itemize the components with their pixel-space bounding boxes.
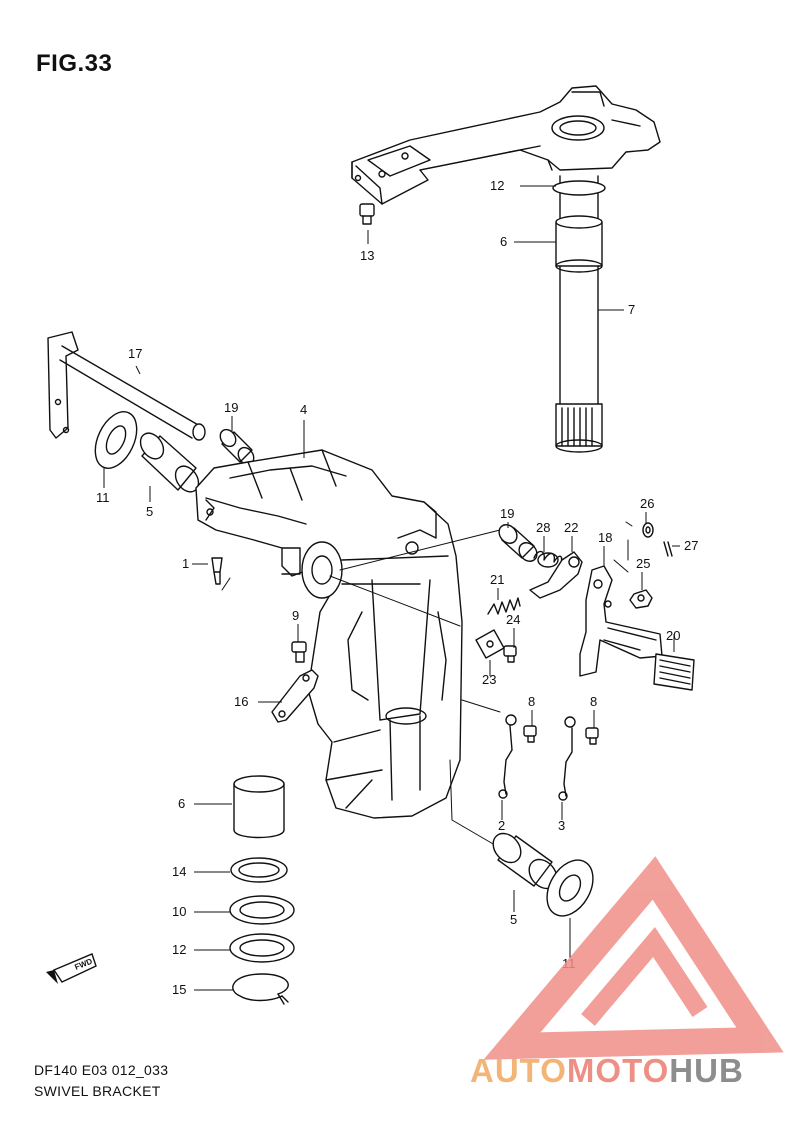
callout-15: 15 bbox=[172, 982, 186, 997]
bushing-19-left bbox=[219, 428, 255, 466]
callout-11-left: 11 bbox=[96, 490, 110, 505]
callout-20: 20 bbox=[666, 628, 680, 643]
swivel-bracket-body bbox=[195, 449, 463, 819]
diagram-caption: SWIVEL BRACKET bbox=[34, 1083, 161, 1099]
lock-lever bbox=[271, 669, 319, 723]
bolt-9 bbox=[291, 641, 307, 663]
callout-26: 26 bbox=[640, 496, 654, 511]
washer-26 bbox=[642, 522, 654, 538]
watermark-hub: HUB bbox=[669, 1052, 744, 1089]
callout-12-bottom: 12 bbox=[172, 942, 186, 957]
figure-title: FIG.33 bbox=[36, 50, 113, 77]
callout-10: 10 bbox=[172, 904, 186, 919]
callout-19-right: 19 bbox=[500, 506, 514, 521]
callout-23: 23 bbox=[482, 672, 496, 687]
callout-1: 1 bbox=[182, 556, 189, 571]
pin-27 bbox=[663, 541, 673, 557]
callout-17: 17 bbox=[128, 346, 142, 361]
callout-19-left: 19 bbox=[224, 400, 238, 415]
watermark-auto: AUTO bbox=[470, 1052, 567, 1089]
tilt-lock-lever bbox=[579, 565, 663, 677]
washer-10 bbox=[229, 895, 295, 925]
grip-pad bbox=[653, 653, 695, 691]
washer-12 bbox=[229, 933, 295, 963]
callout-8-right: 8 bbox=[590, 694, 597, 709]
callout-24: 24 bbox=[506, 612, 520, 627]
snap-ring-15 bbox=[232, 973, 289, 1005]
bolt-1 bbox=[211, 557, 223, 585]
bolt-8-left bbox=[523, 725, 537, 743]
callout-6-bottom: 6 bbox=[178, 796, 185, 811]
washer-upper bbox=[552, 180, 606, 196]
steering-shaft bbox=[552, 175, 606, 453]
callout-27: 27 bbox=[684, 538, 698, 553]
spring-28 bbox=[533, 550, 563, 568]
callout-9: 9 bbox=[292, 608, 299, 623]
washer-14 bbox=[230, 857, 288, 883]
spring-21 bbox=[487, 597, 521, 615]
shaft-spline bbox=[555, 403, 603, 447]
bushing-right bbox=[492, 832, 558, 890]
bolt-24 bbox=[503, 645, 517, 663]
bushing-left bbox=[139, 432, 200, 493]
callout-8-left: 8 bbox=[528, 694, 535, 709]
callout-2: 2 bbox=[498, 818, 505, 833]
callout-21: 21 bbox=[490, 572, 504, 587]
callout-5-left: 5 bbox=[146, 504, 153, 519]
bushing-19-right bbox=[498, 524, 538, 562]
steering-arm bbox=[351, 85, 661, 205]
callout-6-top: 6 bbox=[500, 234, 507, 249]
watermark-wordmark: AUTOMOTOHUB bbox=[470, 1052, 744, 1089]
nut-25 bbox=[629, 589, 653, 609]
model-code: DF140 E03 012_033 bbox=[34, 1062, 169, 1078]
bolt-8-right bbox=[585, 727, 599, 745]
callout-16: 16 bbox=[234, 694, 248, 709]
fwd-arrow: FWD bbox=[46, 953, 97, 984]
washer-right bbox=[546, 859, 594, 917]
callout-3: 3 bbox=[558, 818, 565, 833]
callout-18: 18 bbox=[598, 530, 612, 545]
callout-22: 22 bbox=[564, 520, 578, 535]
callout-5-right: 5 bbox=[510, 912, 517, 927]
tilt-tube bbox=[47, 331, 206, 441]
callout-14: 14 bbox=[172, 864, 186, 879]
watermark-logo bbox=[483, 856, 784, 1060]
ground-lead-3 bbox=[558, 716, 576, 801]
callout-25: 25 bbox=[636, 556, 650, 571]
callout-12-top: 12 bbox=[490, 178, 504, 193]
leader-lines bbox=[103, 185, 680, 991]
callout-7: 7 bbox=[628, 302, 635, 317]
svg-text:AUTOMOTOHUB: AUTOMOTOHUB bbox=[470, 1052, 744, 1089]
bushing-upper bbox=[555, 221, 603, 267]
washer-left bbox=[94, 411, 138, 469]
callout-13: 13 bbox=[360, 248, 374, 263]
callout-labels: 12 6 7 13 17 19 4 11 5 1 9 16 19 28 22 1… bbox=[96, 178, 698, 997]
guide-lines bbox=[221, 529, 501, 849]
callout-4: 4 bbox=[300, 402, 307, 417]
plate-23 bbox=[475, 629, 505, 659]
ground-lead-2 bbox=[498, 714, 517, 799]
link-22 bbox=[529, 551, 583, 599]
watermark-moto: MOTO bbox=[567, 1052, 669, 1089]
bolt-13 bbox=[359, 203, 375, 225]
callout-28: 28 bbox=[536, 520, 550, 535]
bushing-lower bbox=[233, 775, 285, 839]
